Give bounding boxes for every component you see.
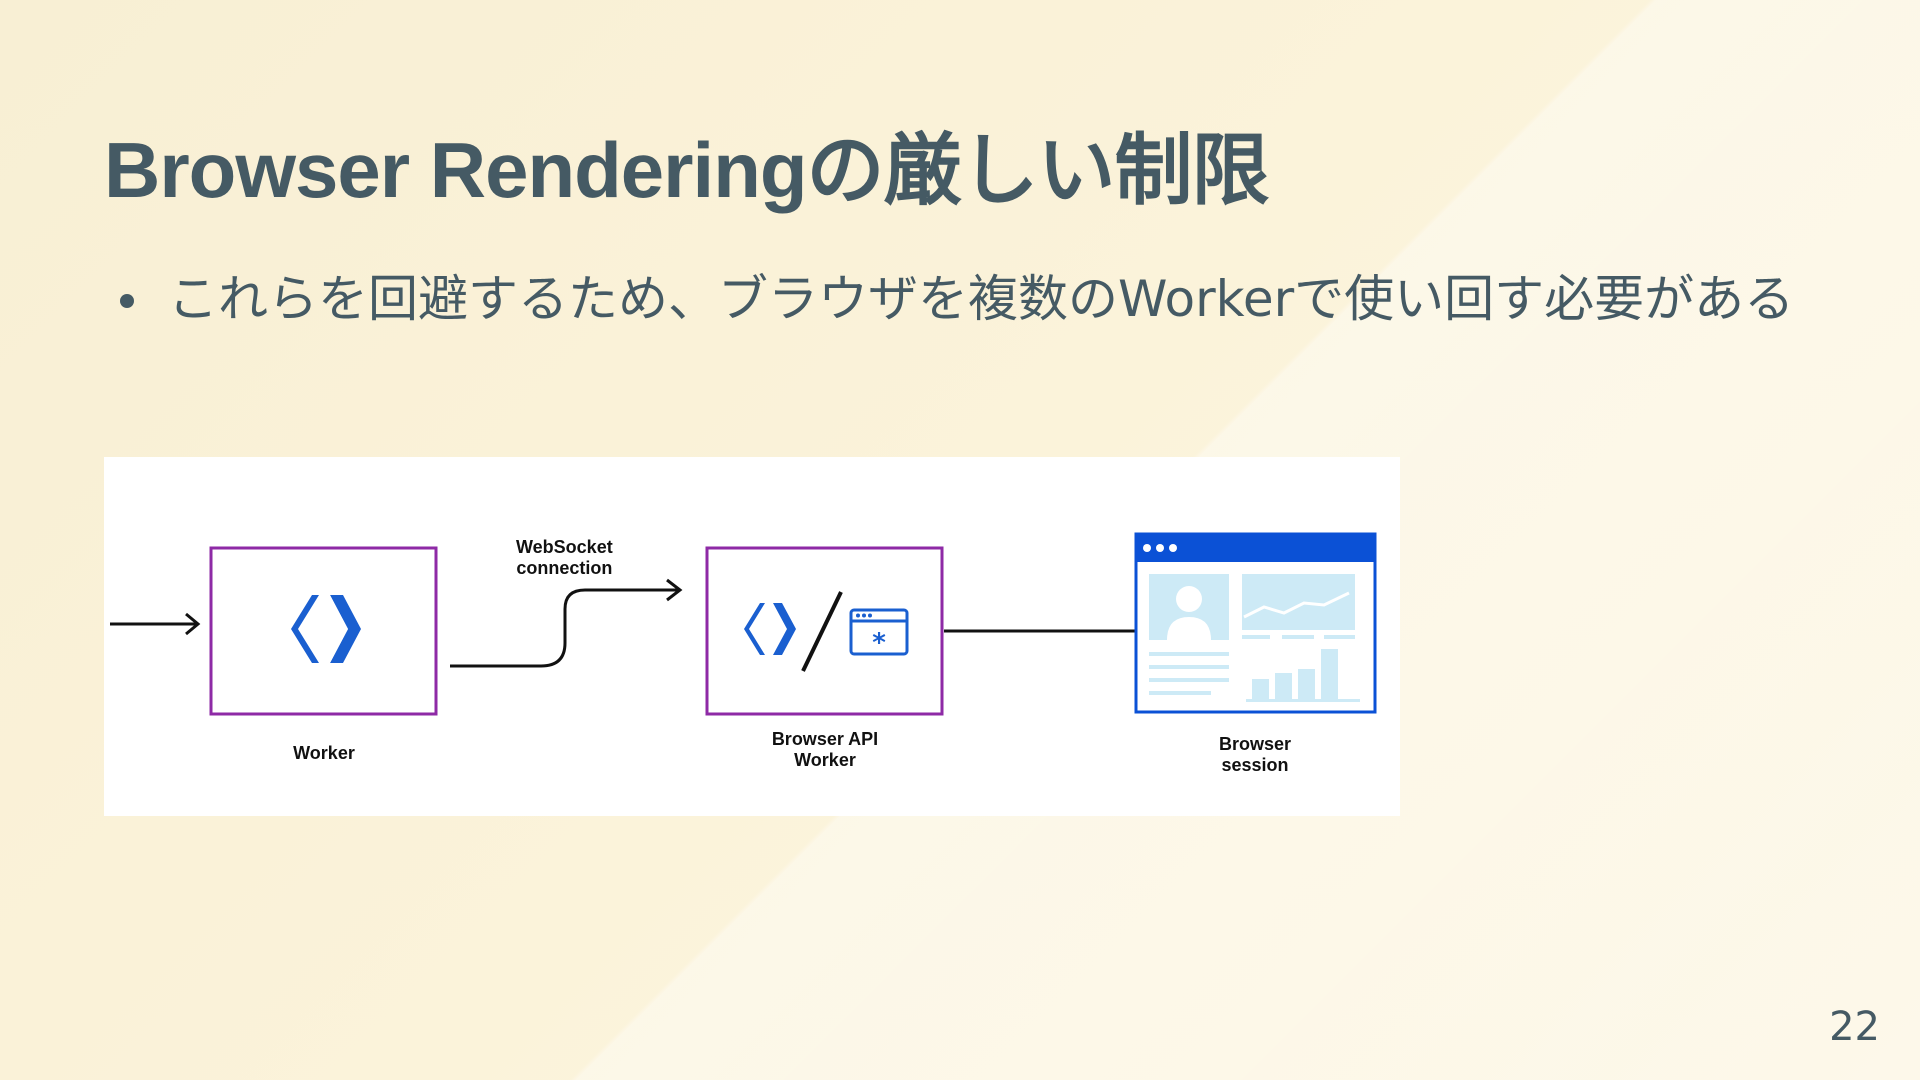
browser-session-label-line2: session xyxy=(1221,755,1289,775)
websocket-arrowhead xyxy=(666,578,683,602)
websocket-connector xyxy=(450,588,680,668)
browser-window-asterisk-icon: * xyxy=(849,608,909,658)
browser-api-worker-label-line2: Worker xyxy=(794,750,856,770)
browser-api-worker-label-line1: Browser API xyxy=(771,729,879,749)
bullet-list: これらを回避するため、ブラウザを複数のWorkerで使い回す必要がある xyxy=(120,265,1800,333)
worker-label: Worker xyxy=(293,743,355,763)
browser-session-window-icon xyxy=(1134,532,1377,714)
architecture-diagram: * xyxy=(104,457,1400,816)
bullet-dot xyxy=(120,294,134,308)
slide-title: Browser Renderingの厳しい制限 xyxy=(104,126,1269,214)
bullet-item: これらを回避するため、ブラウザを複数のWorkerで使い回す必要がある xyxy=(120,265,1818,333)
slash-divider xyxy=(801,591,843,672)
websocket-label-line1: WebSocket xyxy=(516,537,613,557)
cloudflare-workers-icon xyxy=(291,595,361,663)
bullet-text: これらを回避するため、ブラウザを複数のWorkerで使い回す必要がある xyxy=(168,270,1795,328)
browser-api-worker-label: Browser API Worker xyxy=(754,729,896,771)
worker-node xyxy=(209,546,438,716)
incoming-arrow xyxy=(110,612,201,636)
browser-session-label: Browser session xyxy=(1196,734,1314,776)
websocket-connection-label: WebSocket connection xyxy=(516,537,613,579)
svg-text:*: * xyxy=(872,628,886,658)
cloudflare-workers-icon xyxy=(744,603,796,655)
diagram-canvas: * xyxy=(110,532,1377,716)
websocket-label-line2: connection xyxy=(516,558,613,578)
page-number: 22 xyxy=(1829,1004,1880,1050)
browser-session-label-line1: Browser xyxy=(1218,734,1292,754)
